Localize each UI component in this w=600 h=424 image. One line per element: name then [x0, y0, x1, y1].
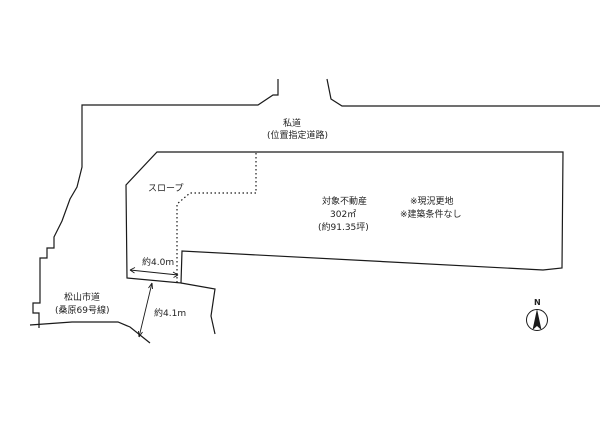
condition-label: ※建築条件なし [400, 208, 462, 220]
slope-area-boundary [176, 153, 257, 283]
property-lot-outline [125, 151, 564, 284]
private-road-right-boundary [326, 78, 600, 107]
private-road-sublabel: (位置指定道路) [267, 129, 328, 141]
dimension-road-width [138, 282, 153, 338]
city-road-sublabel: (桑原69号線) [55, 304, 109, 316]
dimension-width-label: 約4.0m [142, 256, 174, 268]
city-road-lower-boundary [29, 321, 151, 344]
private-road-left-boundary [32, 79, 279, 328]
property-area-tsubo-label: (約91.35坪) [318, 221, 369, 233]
north-arrow-icon: N [526, 298, 548, 331]
city-road-label: 松山市道 [64, 291, 100, 303]
svg-text:N: N [534, 298, 541, 307]
property-area-label: 302㎡ [330, 209, 356, 220]
slope-label: スロープ [148, 183, 183, 194]
city-road-upper-boundary [180, 282, 216, 335]
dimension-road-label: 約4.1m [154, 307, 186, 319]
dimension-width [129, 267, 179, 278]
status-label: ※現況更地 [410, 195, 454, 207]
property-title-label: 対象不動産 [322, 195, 367, 207]
private-road-label: 私道 [283, 117, 301, 129]
